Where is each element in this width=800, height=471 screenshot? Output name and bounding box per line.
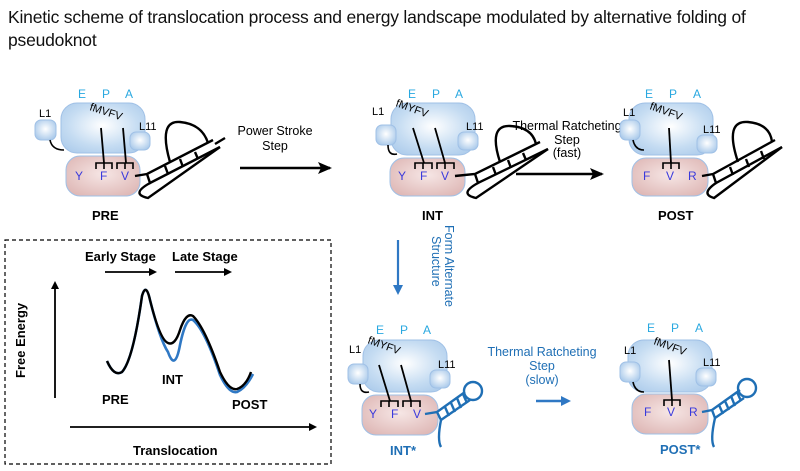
svg-text:P: P xyxy=(432,87,440,101)
early-stage-label: Early Stage xyxy=(85,249,156,264)
svg-text:E: E xyxy=(376,323,384,337)
alternate-structure-transition: Form Alternate Structure xyxy=(393,225,456,307)
ribosome-pre: E P A L1 L11 fMVFV Y F V PRE xyxy=(34,87,226,223)
svg-text:POST: POST xyxy=(658,208,693,223)
svg-text:INT: INT xyxy=(422,208,443,223)
svg-text:E: E xyxy=(408,87,416,101)
ribosome-post-star: E P A L1 L11 fMVFV F V R POST* xyxy=(619,321,758,457)
svg-text:F: F xyxy=(100,169,107,183)
svg-text:A: A xyxy=(125,87,133,101)
site-labels: E P A xyxy=(78,87,133,101)
ribosome-int: E P A L1 L11 fMYFV Y F V INT xyxy=(372,87,549,223)
svg-text:F: F xyxy=(643,169,650,183)
svg-text:F: F xyxy=(391,407,398,421)
svg-text:F: F xyxy=(420,169,427,183)
svg-text:Step: Step xyxy=(529,359,555,373)
svg-text:Power Stroke: Power Stroke xyxy=(237,124,312,138)
ribosome-int-star: E P A L1 L11 fMYFV Y F V INT* xyxy=(347,323,484,458)
svg-text:L11: L11 xyxy=(703,357,721,369)
svg-text:V: V xyxy=(441,169,449,183)
svg-text:R: R xyxy=(688,169,697,183)
power-stroke-transition: Power Stroke Step xyxy=(237,124,332,174)
svg-text:L1: L1 xyxy=(624,345,636,357)
svg-text:Structure: Structure xyxy=(429,236,443,287)
svg-text:F: F xyxy=(644,405,651,419)
svg-text:INT*: INT* xyxy=(390,443,417,458)
svg-text:Y: Y xyxy=(369,407,377,421)
dashed-border xyxy=(4,239,332,465)
svg-text:Step: Step xyxy=(262,139,288,153)
svg-text:Y: Y xyxy=(398,169,406,183)
svg-text:Thermal Ratcheting: Thermal Ratcheting xyxy=(487,345,596,359)
svg-text:Y: Y xyxy=(75,169,83,183)
svg-text:L1: L1 xyxy=(39,108,51,120)
late-stage-label: Late Stage xyxy=(172,249,238,264)
thermal-fast-transition: Thermal Ratcheting Step (fast) xyxy=(512,119,622,180)
figure-title: Kinetic scheme of translocation process … xyxy=(8,7,746,50)
svg-text:L1: L1 xyxy=(623,107,635,119)
svg-text:E: E xyxy=(647,321,655,335)
svg-text:E: E xyxy=(78,87,86,101)
svg-text:V: V xyxy=(413,407,421,421)
svg-text:L11: L11 xyxy=(466,121,484,133)
alternate-hairpin xyxy=(424,380,484,448)
svg-text:L1: L1 xyxy=(349,344,361,356)
svg-text:A: A xyxy=(455,87,463,101)
svg-text:L11: L11 xyxy=(438,359,456,371)
x-axis-label: Translocation xyxy=(133,443,218,458)
svg-text:L11: L11 xyxy=(139,121,157,133)
svg-text:(slow): (slow) xyxy=(525,373,558,387)
energy-curve-normal xyxy=(105,288,253,391)
energy-landscape-panel: Early Stage Late Stage Free Energy Trans… xyxy=(4,239,332,465)
svg-text:A: A xyxy=(423,323,431,337)
l11-protein xyxy=(129,131,151,151)
svg-text:P: P xyxy=(671,321,679,335)
svg-text:Thermal Ratcheting: Thermal Ratcheting xyxy=(512,119,621,133)
svg-text:L11: L11 xyxy=(703,124,721,136)
svg-text:P: P xyxy=(102,87,110,101)
svg-text:A: A xyxy=(693,87,701,101)
svg-text:R: R xyxy=(689,405,698,419)
svg-text:(fast): (fast) xyxy=(553,146,581,160)
svg-text:V: V xyxy=(666,169,674,183)
thermal-slow-transition: Thermal Ratcheting Step (slow) xyxy=(487,345,597,406)
svg-text:Form Alternate: Form Alternate xyxy=(442,225,456,307)
svg-text:A: A xyxy=(695,321,703,335)
min-label-post: POST xyxy=(232,397,267,412)
svg-text:P: P xyxy=(669,87,677,101)
l1-protein xyxy=(34,119,57,141)
svg-text:V: V xyxy=(667,405,675,419)
svg-text:POST*: POST* xyxy=(660,442,701,457)
svg-text:P: P xyxy=(400,323,408,337)
y-axis-label: Free Energy xyxy=(13,302,28,378)
svg-text:E: E xyxy=(645,87,653,101)
svg-text:Step: Step xyxy=(554,133,580,147)
min-label-int: INT xyxy=(162,372,183,387)
pseudoknot xyxy=(134,120,226,200)
state-label-pre: PRE xyxy=(92,208,119,223)
svg-text:V: V xyxy=(121,169,129,183)
min-label-pre: PRE xyxy=(102,392,129,407)
svg-text:L1: L1 xyxy=(372,106,384,118)
ribosome-post: E P A L1 L11 fMVFV F V R POST xyxy=(619,87,783,223)
